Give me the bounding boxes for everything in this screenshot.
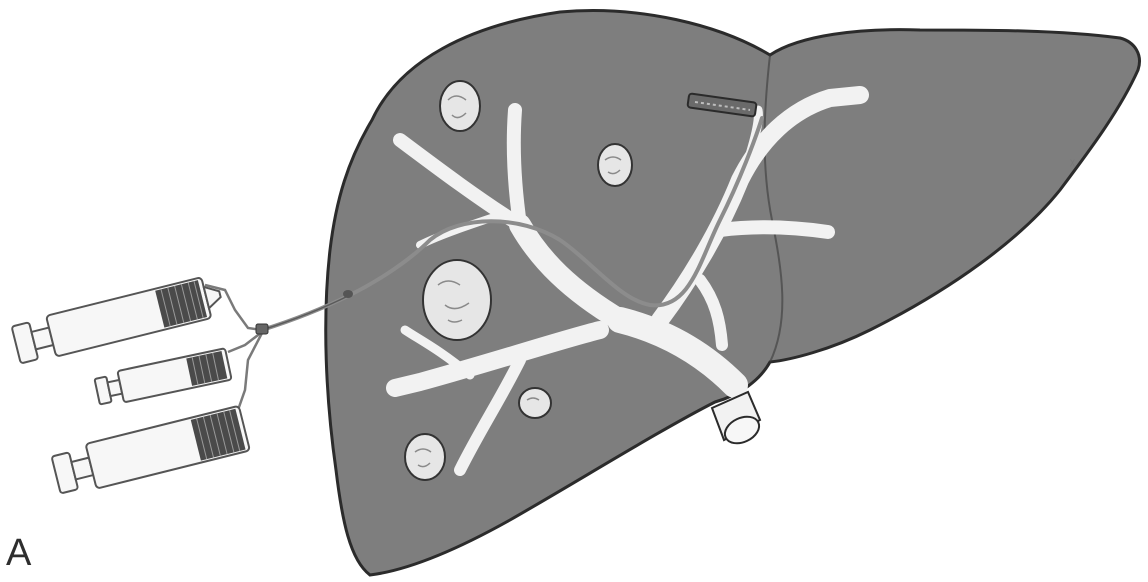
nodule-2 bbox=[598, 144, 632, 186]
catheter-entry-point bbox=[343, 290, 353, 298]
syringe-top bbox=[11, 274, 225, 366]
panel-label: A bbox=[6, 533, 31, 573]
nodule-4 bbox=[519, 388, 551, 418]
nodule-5 bbox=[405, 434, 445, 480]
nodule-1 bbox=[440, 81, 480, 131]
syringe-middle bbox=[94, 348, 232, 407]
nodule-3 bbox=[423, 260, 491, 340]
ligament-mark: ᵡ bbox=[1070, 155, 1075, 171]
syringe-bottom bbox=[51, 406, 250, 498]
